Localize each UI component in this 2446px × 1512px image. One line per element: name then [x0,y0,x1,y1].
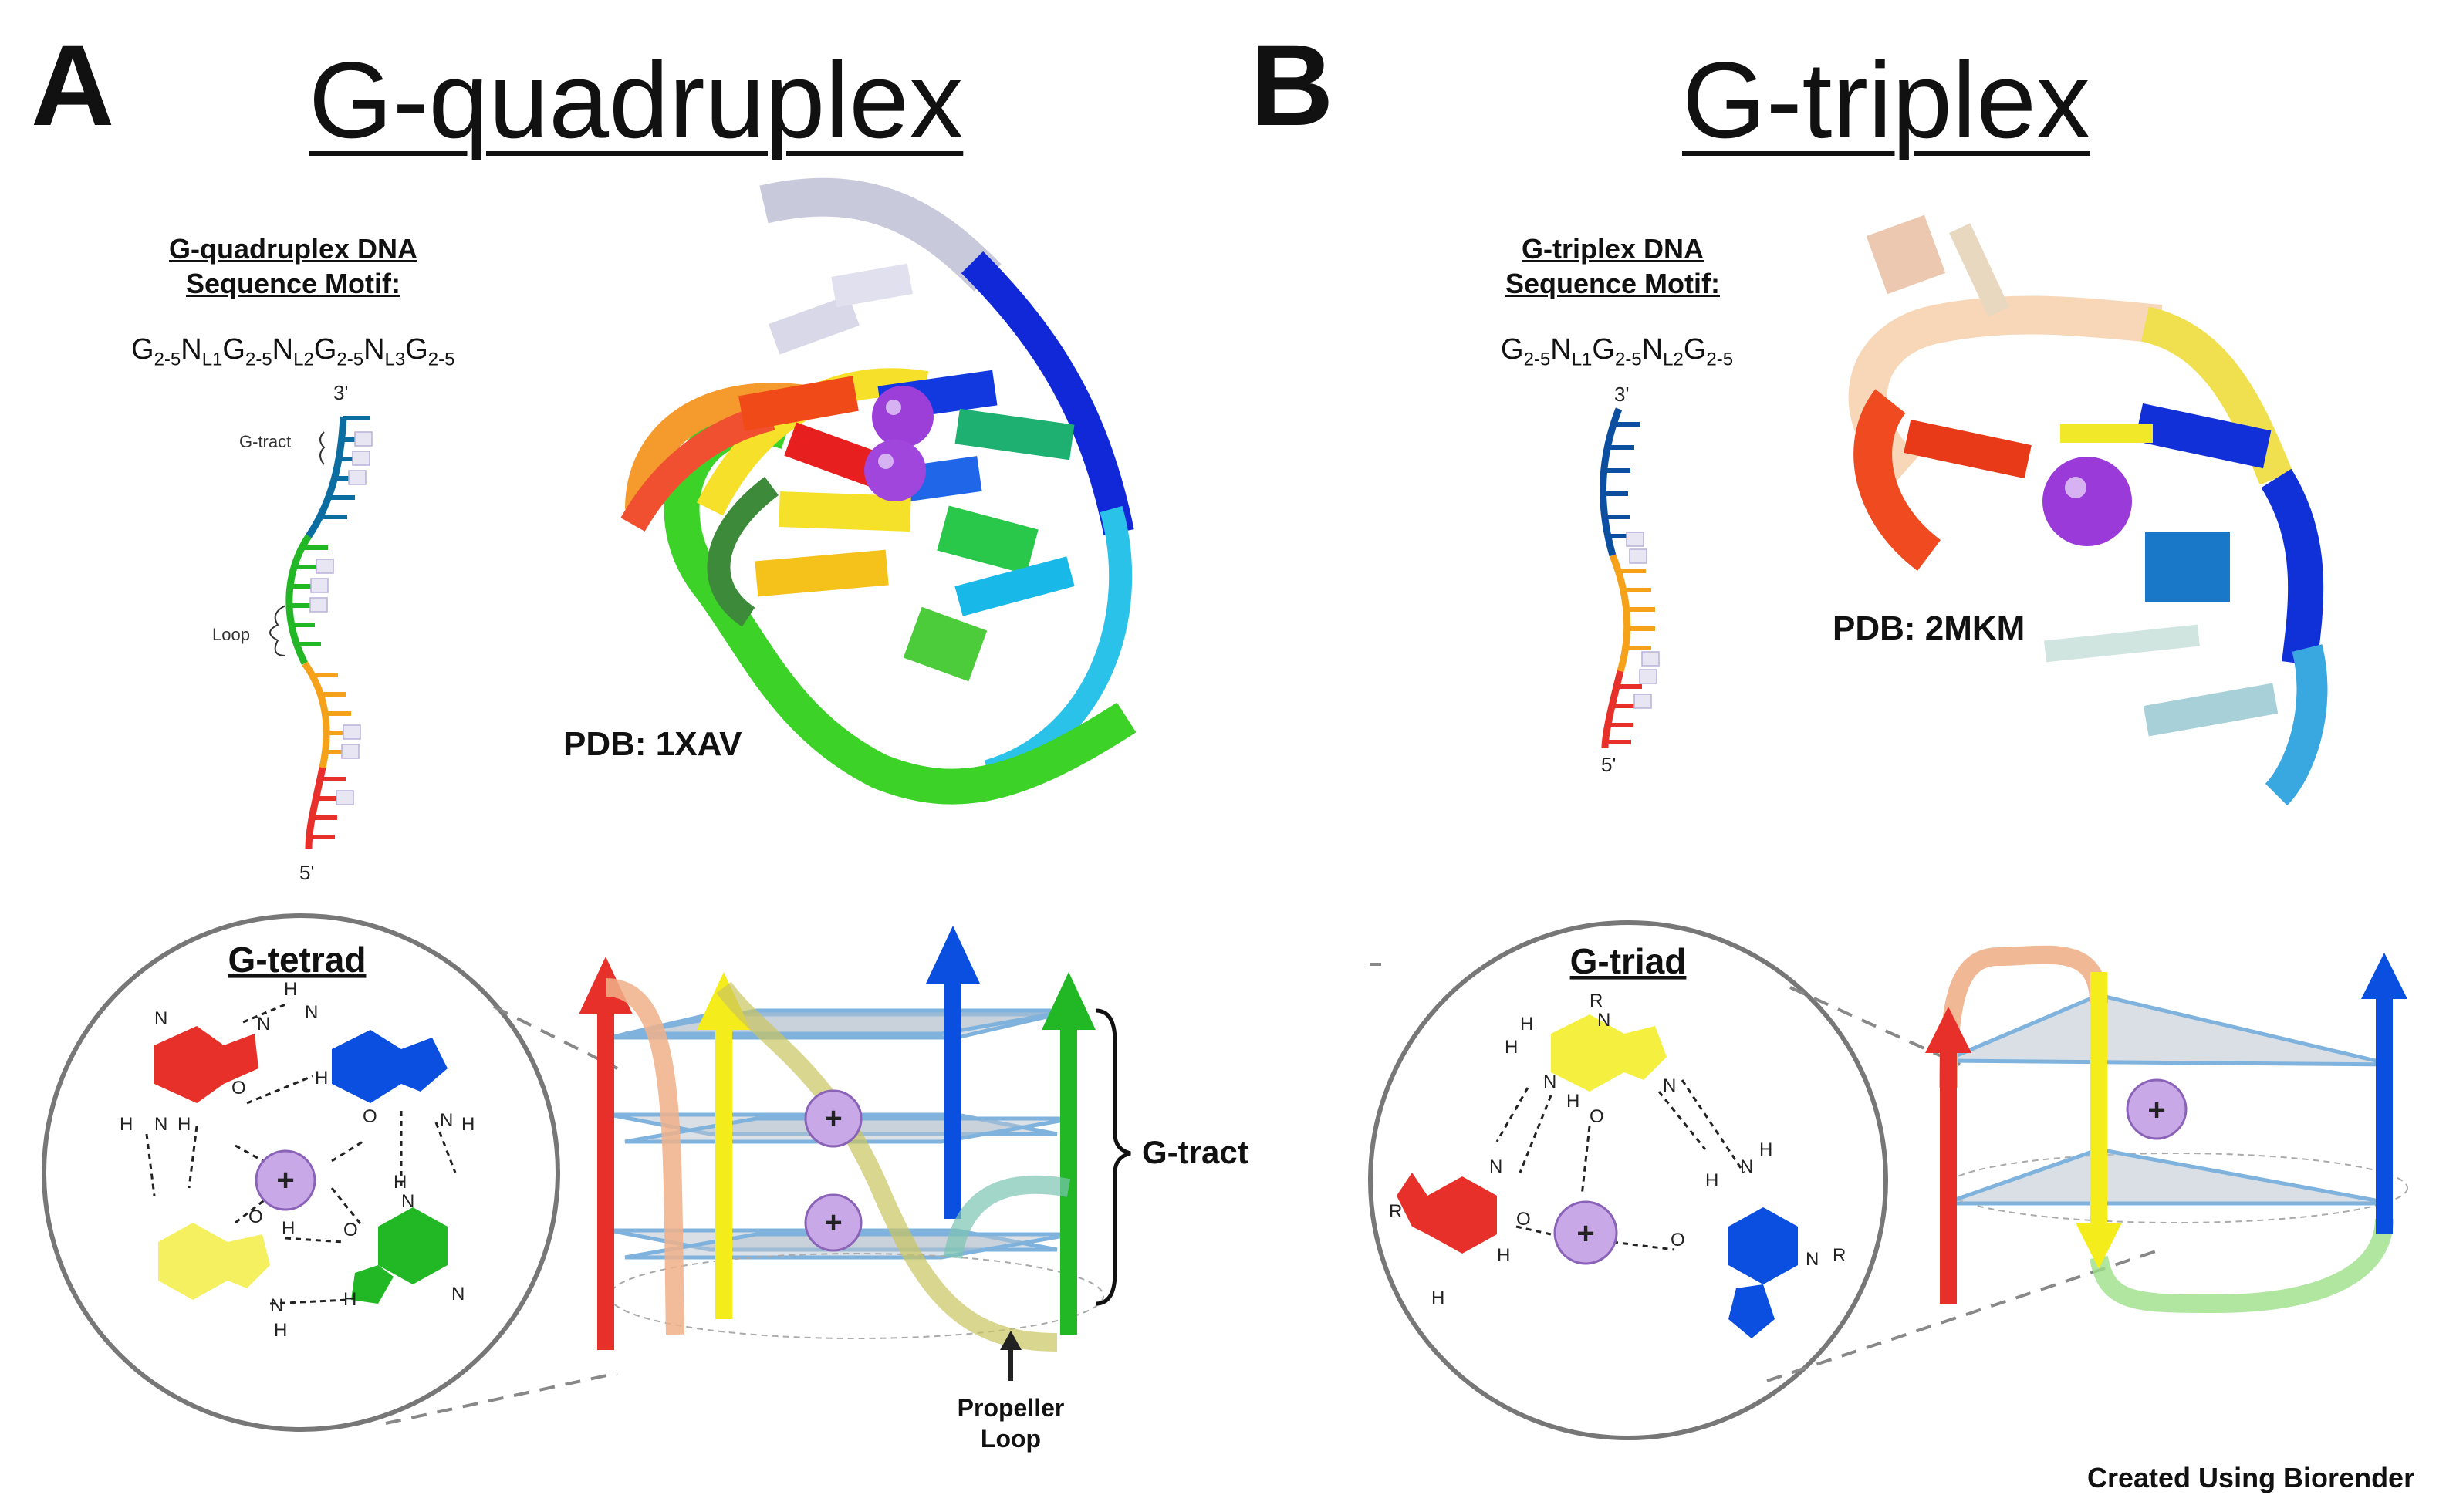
svg-text:N: N [270,1295,283,1316]
svg-text:H: H [1566,1091,1579,1112]
motif-base: G [1501,333,1524,366]
gtetrad-circle: N N H N O H O H N H N H H N O O H N H H … [42,913,560,1432]
panel-a-letter: A [31,20,115,150]
svg-text:H: H [274,1320,287,1341]
gquad-ion-plus-top: + [824,1102,842,1136]
svg-text:H: H [120,1114,133,1135]
gtrip-motif-formula: G2-5NL1G2-5NL2G2-5 [1501,333,1733,371]
motif-base: G [131,333,154,366]
motif-subscript: L2 [1663,349,1684,370]
gtrip-motif-title: G-triplex DNA Sequence Motif: [1505,233,1720,299]
svg-text:N: N [1543,1072,1556,1092]
svg-text:N: N [154,1114,167,1135]
gtriad-circle: R N H H N H O N R N O H H N H H O N R + … [1368,920,1888,1440]
gtrip-three-prime-label: 3' [1614,383,1629,406]
gtrip-schematic: + [1925,945,2408,1314]
motif-subscript: L2 [293,349,314,370]
svg-text:H: H [315,1068,328,1088]
svg-text:H: H [461,1114,475,1135]
svg-text:N: N [154,1008,167,1029]
motif-subscript: 2-5 [154,349,181,370]
svg-text:R: R [1389,1201,1402,1222]
gtetrad-ion-plus: + [276,1163,294,1197]
svg-text:N: N [401,1191,414,1212]
motif-subscript: 2-5 [1614,349,1642,370]
svg-text:O: O [343,1220,358,1240]
gquad-loop-label: Loop [212,625,250,644]
gtrip-strand-diagram: 3' 5' [1600,383,1660,776]
motif-base: N [1641,333,1664,366]
svg-text:N: N [1740,1156,1753,1177]
svg-text:N: N [1489,1156,1502,1177]
motif-base: G [222,333,245,366]
gquad-five-prime-label: 5' [299,861,314,884]
gquad-motif-formula: G2-5NL1G2-5NL2G2-5NL3G2-5 [131,333,454,371]
svg-text:O: O [1671,1230,1685,1250]
motif-base: G [405,333,428,366]
svg-text:R: R [1833,1245,1846,1266]
gquad-3d-structure [620,177,1137,805]
gtrip-ion-plus: + [2147,1093,2165,1127]
svg-text:O: O [248,1207,263,1227]
motif-subscript: L3 [384,349,406,370]
svg-text:H: H [282,1218,295,1239]
gquad-pdb-label: PDB: 1XAV [563,725,742,763]
svg-text:N: N [1663,1075,1676,1096]
svg-text:H: H [394,1172,407,1193]
motif-subscript: 2-5 [1523,349,1551,370]
motif-subscript: 2-5 [245,349,272,370]
svg-text:N: N [305,1002,318,1023]
svg-text:H: H [1520,1014,1533,1034]
svg-text:H: H [1431,1288,1444,1308]
panel-b-letter: B [1250,20,1334,150]
propeller-loop-label: Propeller Loop [957,1394,1065,1453]
svg-text:N: N [440,1110,453,1131]
gquad-gtract-label: G-tract [239,432,291,451]
gquad-strand-diagram: 3' 5' G-tract Loop [212,381,373,884]
motif-base: N [1550,333,1572,366]
svg-text:H: H [284,979,297,1000]
svg-text:H: H [1759,1139,1772,1160]
gquad-ion-plus-bottom: + [824,1206,842,1240]
svg-text:H: H [1505,1037,1518,1058]
svg-text:N: N [257,1014,270,1034]
motif-subscript: 2-5 [336,349,364,370]
svg-text:H: H [177,1114,191,1135]
motif-subscript: 2-5 [1706,349,1734,370]
panel-a-title: G-quadruplex [309,39,964,160]
gquad-gtract-bracket-label: G-tract [1142,1134,1248,1170]
motif-base: N [363,333,385,366]
motif-base: G [1683,333,1707,366]
motif-subscript: L1 [1571,349,1593,370]
credit-label: Created Using Biorender [2087,1462,2415,1493]
svg-text:R: R [1590,991,1603,1011]
gtrip-five-prime-label: 5' [1601,753,1616,776]
svg-text:O: O [363,1106,377,1127]
gquad-motif-title: G-quadruplex DNA Sequence Motif: [168,233,417,299]
motif-base: G [1592,333,1615,366]
motif-subscript: L1 [201,349,223,370]
gtriad-ion-plus: + [1576,1217,1594,1250]
svg-text:H: H [1497,1245,1510,1266]
panel-b-title: G-triplex [1682,39,2090,160]
svg-text:O: O [1516,1209,1531,1230]
motif-subscript: 2-5 [427,349,455,370]
gtrip-3d-structure [1848,214,2328,806]
gtetrad-title: G-tetrad [228,940,367,980]
svg-text:N: N [451,1284,465,1304]
svg-text:O: O [1590,1106,1604,1127]
motif-base: N [272,333,294,366]
motif-base: G [313,333,337,366]
svg-text:O: O [231,1078,246,1099]
svg-text:H: H [343,1289,356,1310]
svg-text:N: N [1806,1249,1819,1270]
svg-text:H: H [1705,1170,1718,1191]
svg-text:N: N [1597,1010,1610,1031]
gtrip-pdb-label: PDB: 2MKM [1833,609,2025,647]
gtriad-title: G-triad [1570,941,1687,981]
gquad-three-prime-label: 3' [333,381,348,404]
motif-base: N [181,333,202,366]
gquad-schematic: + + [579,926,1131,1381]
